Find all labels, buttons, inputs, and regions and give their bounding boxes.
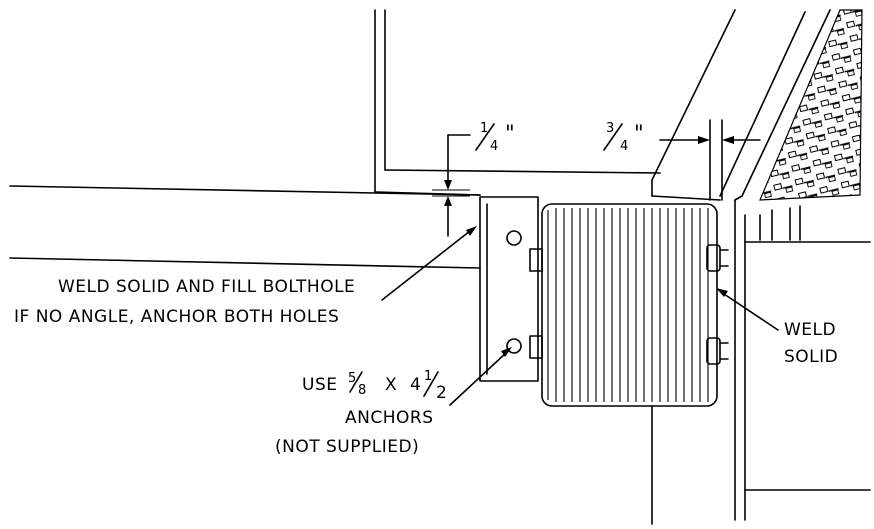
dimension-three-quarter-inch: 3 4 " [603,119,761,201]
weld-fill-line2: IF NO ANGLE, ANCHOR BOTH HOLES [14,307,339,327]
callout-weld-solid: WELD SOLID [716,288,838,367]
mounting-angle [479,196,539,382]
anchors-length-den: 2 [436,383,447,403]
callout-anchors: USE 5 8 X 4 1 2 ANCHORS (NOT SUPPLIED) [275,347,512,457]
anchors-size-num: 5 [348,371,356,386]
anchors-line3: (NOT SUPPLIED) [275,437,419,457]
dimension-quarter-inch: 1 4 " [432,121,515,237]
anchors-length-whole: 4 [410,375,421,395]
leveler-frame [734,199,871,521]
bolthole-upper [506,230,522,246]
tread-plate [759,9,863,201]
anchors-line2: ANCHORS [345,408,433,428]
quarter-inch-mark: " [505,121,515,145]
dock-floor-lines [9,185,481,269]
anchors-size-den: 8 [358,383,366,398]
weld-fill-line1: WELD SOLID AND FILL BOLTHOLE [58,277,355,297]
three-quarter-den: 4 [620,139,628,154]
anchors-length-num: 1 [424,369,432,384]
three-quarter-num: 3 [606,121,614,136]
anchors-use: USE [302,375,337,395]
quarter-den: 4 [490,139,498,154]
three-quarter-inch-mark: " [634,121,644,145]
bolthole-lower [506,338,522,354]
wall-outline [374,9,661,196]
quarter-num: 1 [480,121,488,136]
rubber-bumper [529,203,729,407]
callout-weld-fill: WELD SOLID AND FILL BOLTHOLE IF NO ANGLE… [14,226,477,327]
leveler-deck [651,9,831,201]
weld-solid-line1: WELD [784,320,836,340]
weld-solid-line2: SOLID [784,347,838,367]
anchors-x: X [385,375,397,395]
